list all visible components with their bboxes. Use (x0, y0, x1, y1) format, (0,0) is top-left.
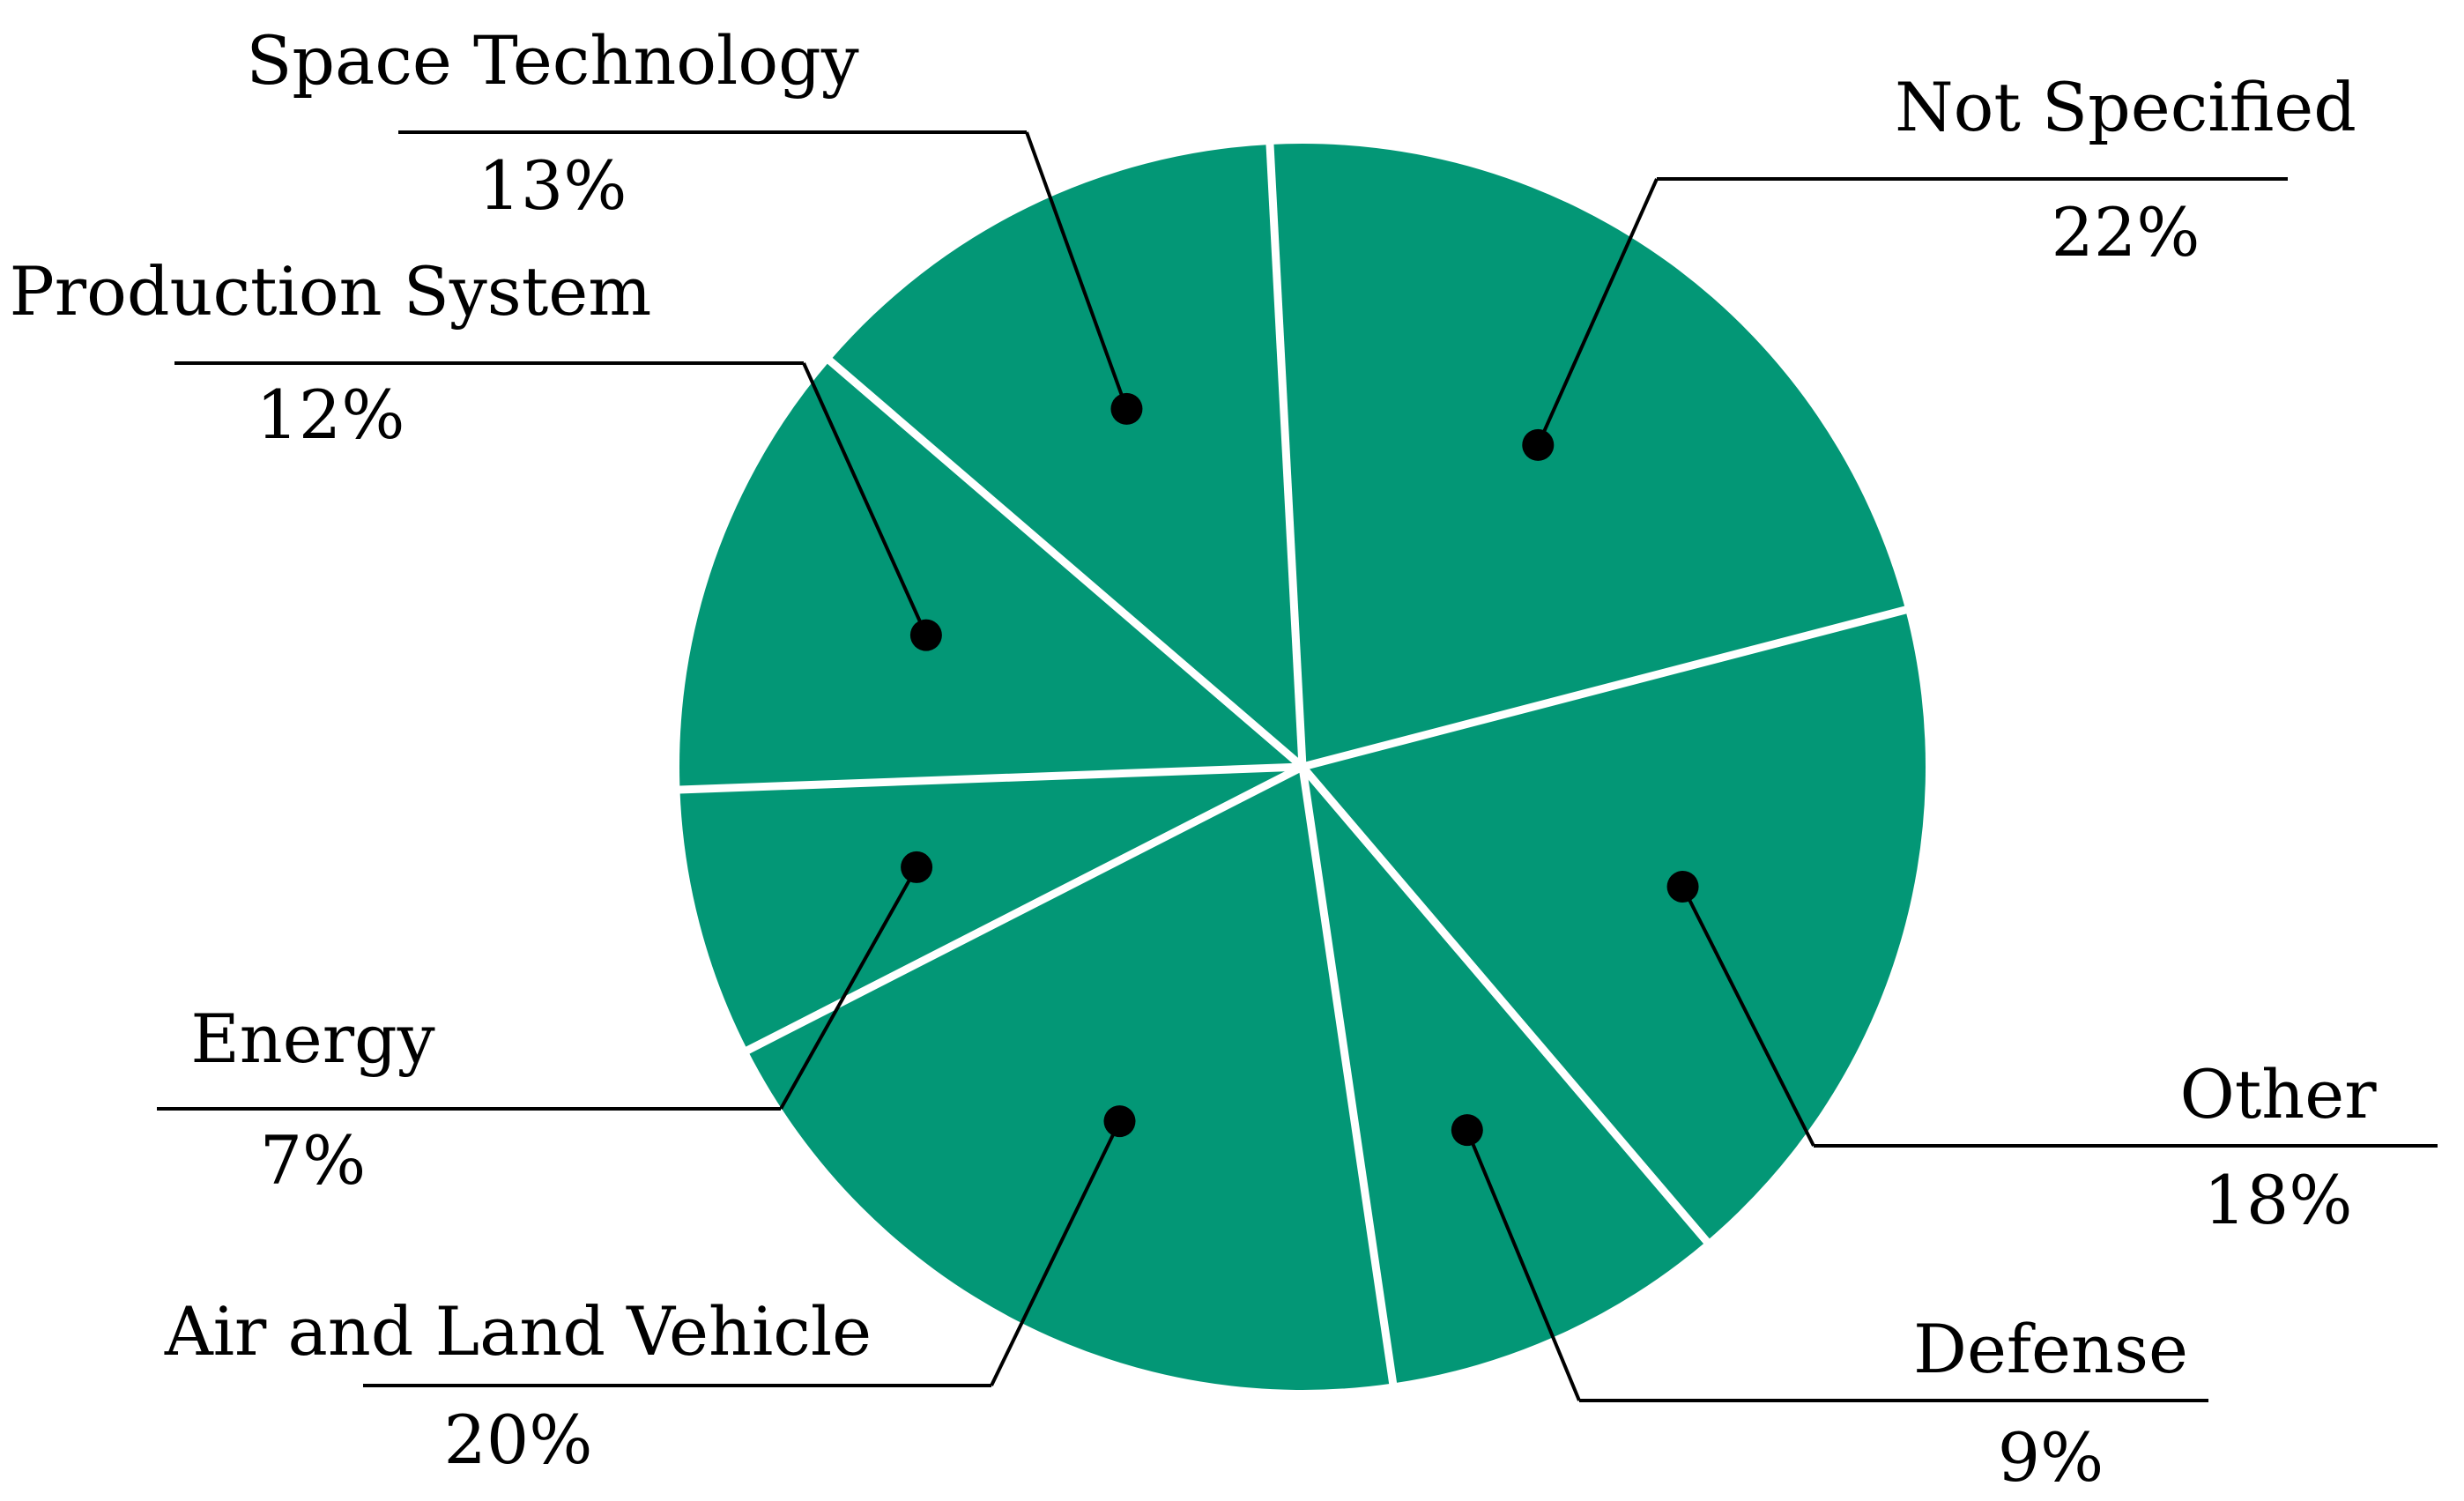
slice-label: Defense (1913, 1310, 2188, 1388)
pie-slice-air-and-land-vehicle (747, 767, 1393, 1390)
slice-separator (1298, 766, 1398, 1388)
slice-separator (824, 355, 1305, 770)
callout-leader-line (1465, 1129, 1581, 1401)
callout-leader-line (1025, 131, 1129, 410)
pie-slice-space-technology (829, 144, 1303, 767)
slice-percent-label: 13% (479, 146, 627, 225)
slice-percent-label: 20% (444, 1401, 593, 1479)
pie-slice-other (1303, 609, 1926, 1242)
slice-percent-label: 9% (1998, 1418, 2104, 1497)
pie-slice-production-system (679, 360, 1303, 791)
slice-separator (1301, 605, 1911, 771)
pie-slice-energy (679, 767, 1303, 1051)
callout-leader-line (802, 362, 928, 636)
pie-callouts: Not Specified 22% Other 18%Defense 9% Air and… (10, 21, 2438, 1497)
callout-leader-line (779, 866, 918, 1110)
slice-label: Production System (10, 252, 652, 331)
slice-separator (1265, 140, 1307, 768)
callout-leader-line (1536, 178, 1659, 446)
slice-label: Not Specified (1895, 68, 2356, 146)
slice-percent-label: 12% (256, 375, 405, 454)
callout-dot (1522, 428, 1555, 461)
slice-percent-label: 22% (2052, 193, 2201, 271)
callout-leader-line (1681, 886, 1815, 1147)
slice-separator (676, 762, 1303, 794)
slice-label: Other (2179, 1055, 2377, 1133)
slice-percent-label: 18% (2204, 1161, 2353, 1239)
pie-slice-defense (1303, 767, 1707, 1384)
slice-percent-label: 7% (260, 1121, 367, 1200)
slice-label: Air and Land Vehicle (164, 1292, 872, 1371)
slice-label: Space Technology (246, 21, 858, 100)
slice-separator (1299, 764, 1712, 1247)
pie-slices (676, 140, 1926, 1390)
callout-leader-line (990, 1120, 1122, 1386)
pie-slice-not-specified (1269, 144, 1906, 767)
slice-label: Energy (190, 999, 434, 1078)
